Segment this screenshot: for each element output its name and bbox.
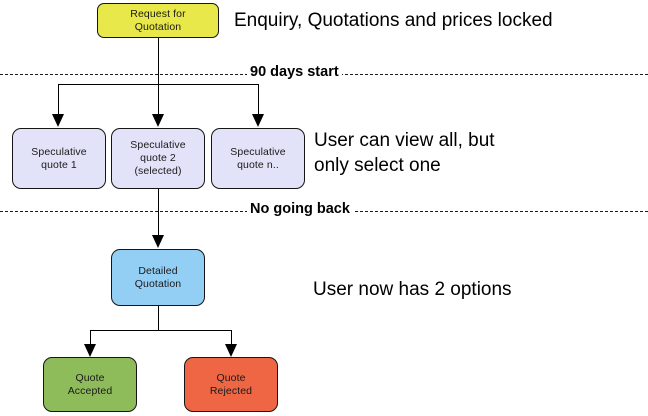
arrowhead-quote-accepted [84,344,96,357]
arrowhead-speculative-3 [252,114,264,127]
connector-rejected-stem [231,330,232,344]
arrowhead-quote-rejected [225,344,237,357]
connector-selected-quote-stem [158,189,159,235]
phase-separator-no-going-back-label: No going back [247,202,353,217]
arrowhead-speculative-2 [152,114,164,127]
annotation-two-options: User now has 2 options [313,279,512,300]
connector-outcome-bus [90,330,231,331]
connector-speculative-1-stem [58,84,59,114]
arrowhead-detailed-quotation [152,235,164,248]
node-speculative-quote-n[interactable]: Speculative quote n.. [211,128,305,189]
node-speculative-quote-1[interactable]: Speculative quote 1 [12,128,106,189]
node-detailed-quotation[interactable]: Detailed Quotation [111,249,205,306]
node-speculative-quote-2-selected[interactable]: Speculative quote 2 (selected) [111,128,205,189]
node-request-for-quotation[interactable]: Request for Quotation [97,3,219,38]
annotation-view-all-select-one: User can view all, but only select one [314,130,495,176]
annotation-enquiry-locked: Enquiry, Quotations and prices locked [234,10,553,31]
node-quote-rejected[interactable]: Quote Rejected [184,357,278,412]
connector-rfq-stem [158,38,159,84]
arrowhead-speculative-1 [52,114,64,127]
phase-separator-90-days-label: 90 days start [247,65,342,80]
connector-speculative-2-stem [158,84,159,114]
connector-accepted-stem [90,330,91,344]
node-quote-accepted[interactable]: Quote Accepted [43,357,137,412]
connector-speculative-3-stem [258,84,259,114]
connector-detailed-stem [158,306,159,330]
